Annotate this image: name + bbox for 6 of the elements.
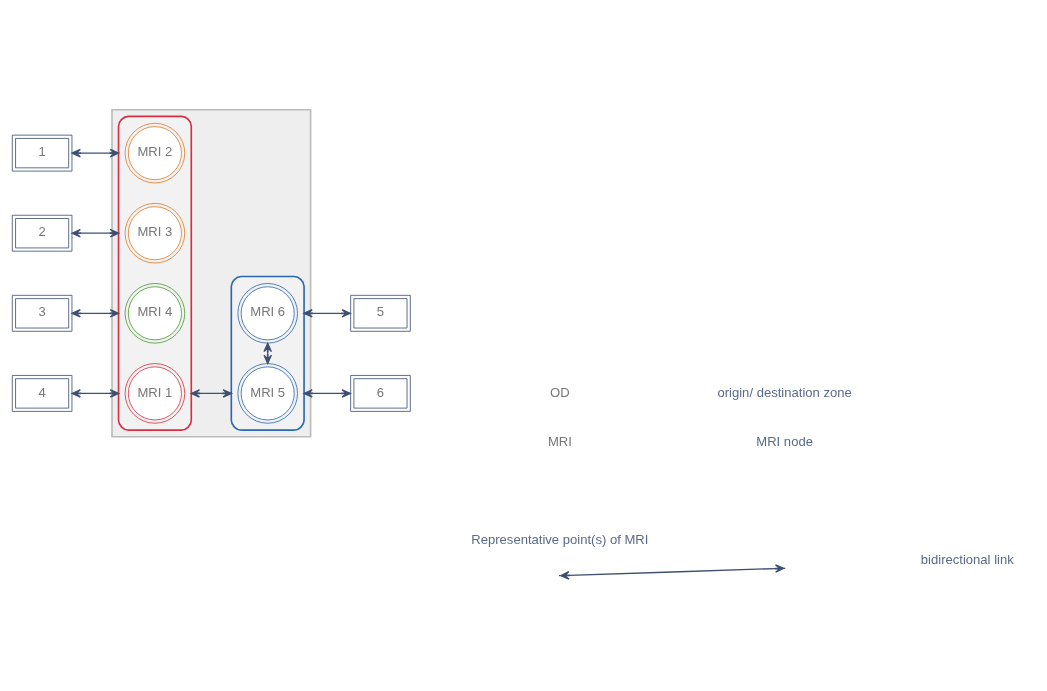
legend-label: Representative point(s) of MRI: [471, 531, 649, 547]
legend-label: MRI node: [756, 433, 813, 449]
legend-label: origin/ destination zone: [717, 384, 852, 400]
legend-label: bidirectional link: [920, 551, 1014, 567]
label: OD: [550, 384, 570, 400]
label: MRI: [547, 433, 572, 449]
